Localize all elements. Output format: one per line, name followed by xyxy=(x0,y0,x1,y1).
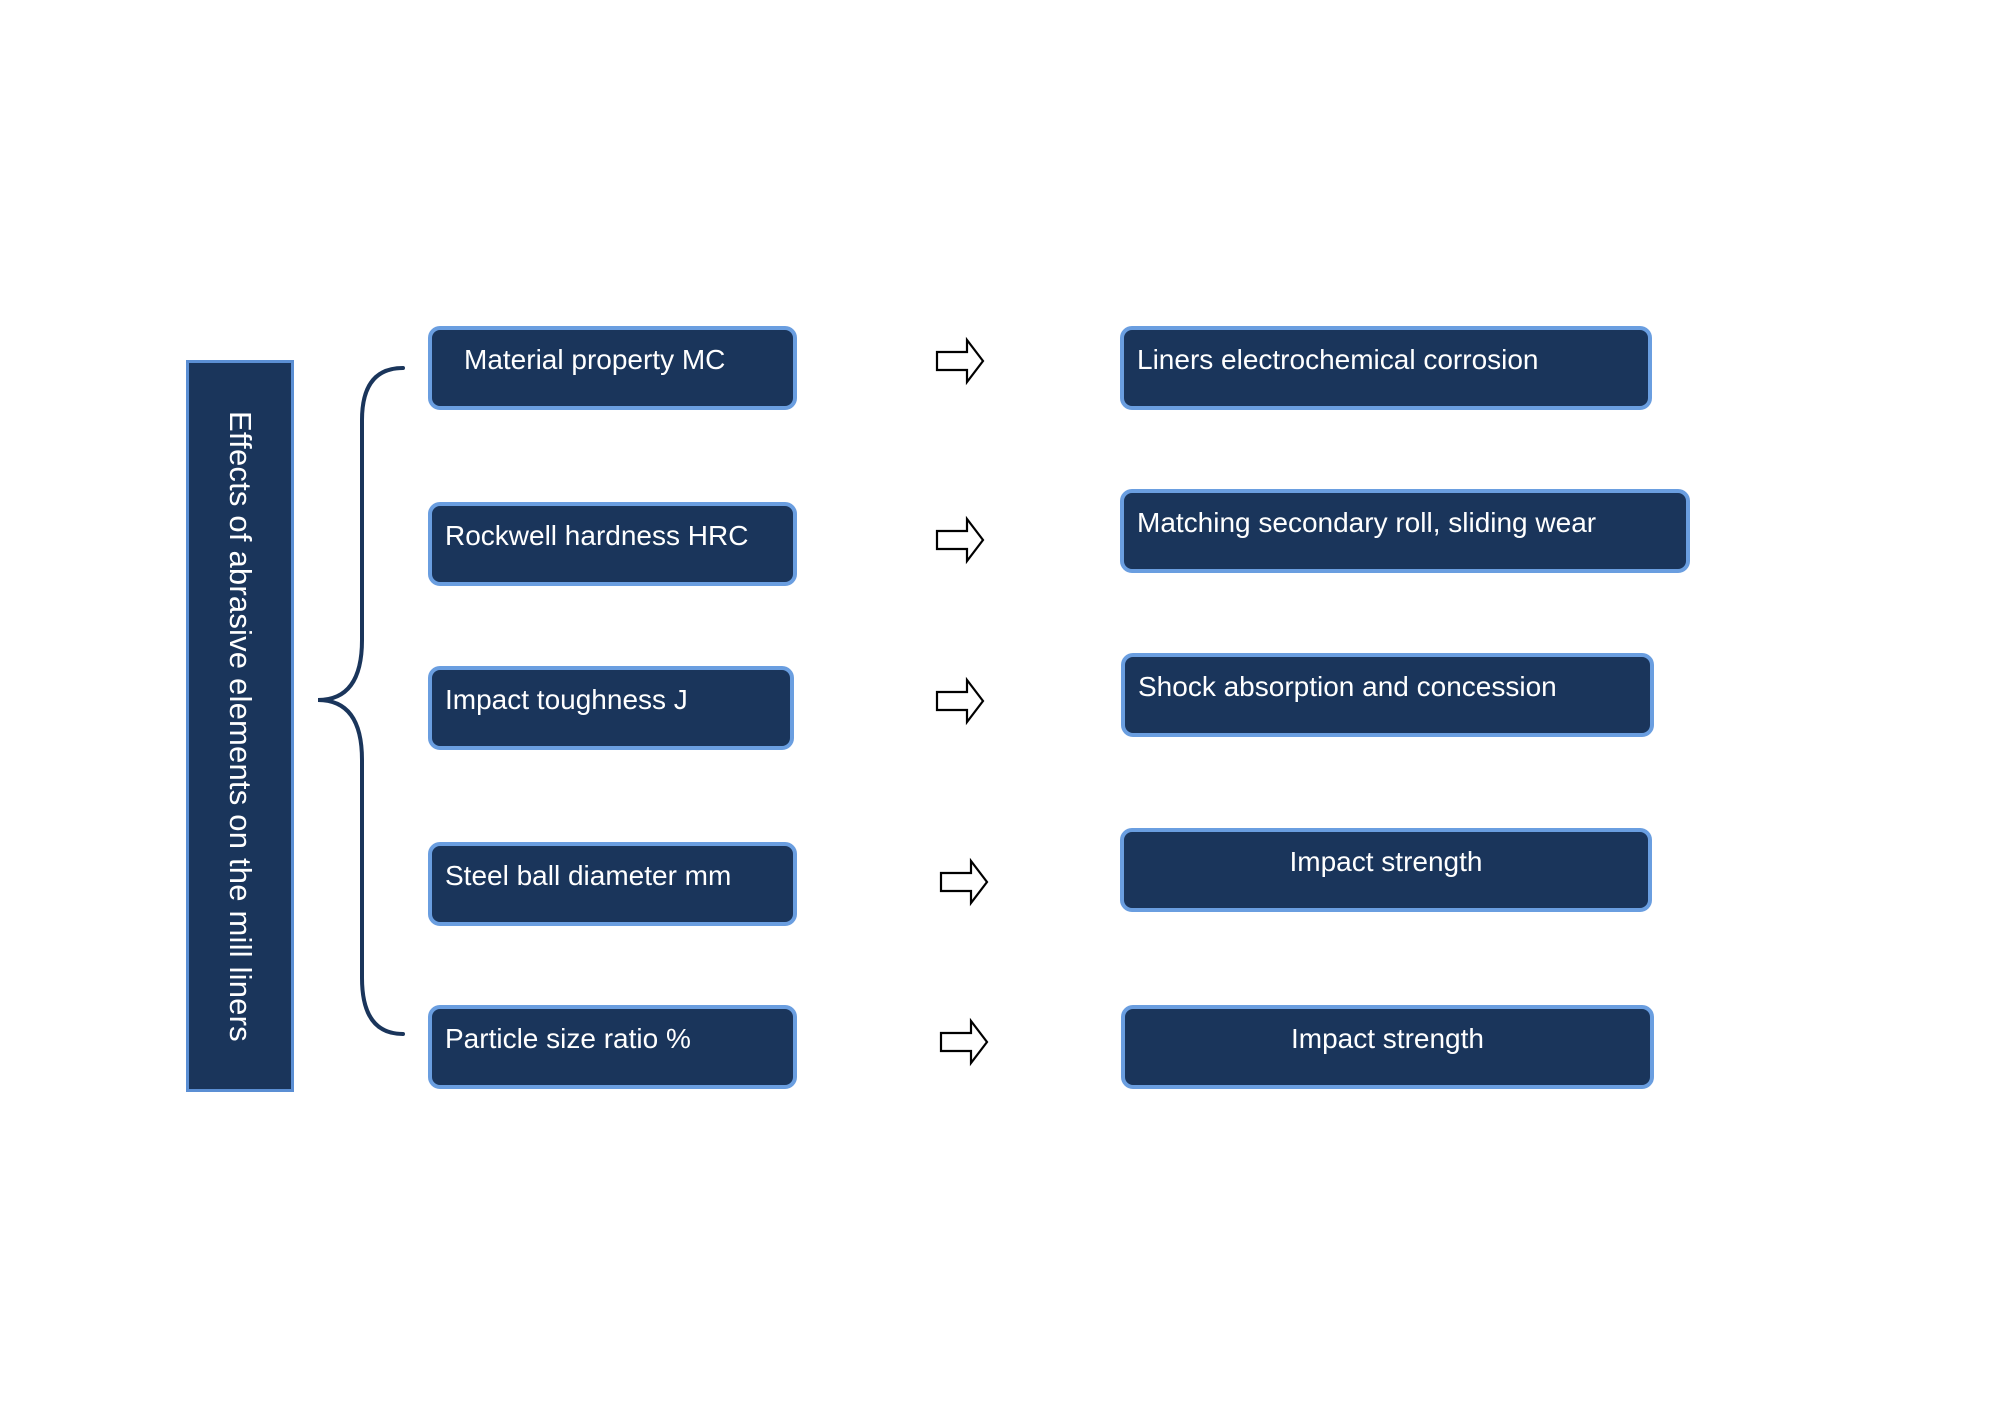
effect-box-impact-strength-1: Impact strength xyxy=(1120,828,1652,912)
right-arrow-icon xyxy=(939,1017,989,1067)
effect-label: Matching secondary roll, sliding wear xyxy=(1137,507,1597,538)
effect-box-secondary-roll-wear: Matching secondary roll, sliding wear xyxy=(1120,489,1690,573)
cause-label: Impact toughness J xyxy=(445,684,688,715)
effect-box-impact-strength-2: Impact strength xyxy=(1121,1005,1654,1089)
right-arrow-icon xyxy=(939,857,989,907)
title-box: Effects of abrasive elements on the mill… xyxy=(186,360,294,1092)
right-arrow-icon xyxy=(935,336,985,386)
cause-box-steel-ball-diameter: Steel ball diameter mm xyxy=(428,842,797,926)
right-arrow-icon xyxy=(935,676,985,726)
effect-box-shock-absorption: Shock absorption and concession xyxy=(1121,653,1654,737)
effect-label: Impact strength xyxy=(1291,1023,1484,1054)
effect-label: Impact strength xyxy=(1289,846,1483,877)
right-arrow-icon xyxy=(935,515,985,565)
cause-label: Particle size ratio % xyxy=(445,1023,691,1054)
effect-label: Liners electrochemical corrosion xyxy=(1137,344,1539,375)
cause-label: Rockwell hardness HRC xyxy=(445,520,749,551)
diagram-title: Effects of abrasive elements on the mill… xyxy=(223,410,258,1042)
cause-box-rockwell-hardness: Rockwell hardness HRC xyxy=(428,502,797,586)
cause-box-material-property: Material property MC xyxy=(428,326,797,410)
cause-box-impact-toughness: Impact toughness J xyxy=(428,666,794,750)
effect-label: Shock absorption and concession xyxy=(1138,671,1557,702)
effect-box-electrochemical-corrosion: Liners electrochemical corrosion xyxy=(1120,326,1652,410)
cause-box-particle-size-ratio: Particle size ratio % xyxy=(428,1005,797,1089)
cause-label: Steel ball diameter mm xyxy=(445,860,732,891)
cause-label: Material property MC xyxy=(464,344,726,375)
